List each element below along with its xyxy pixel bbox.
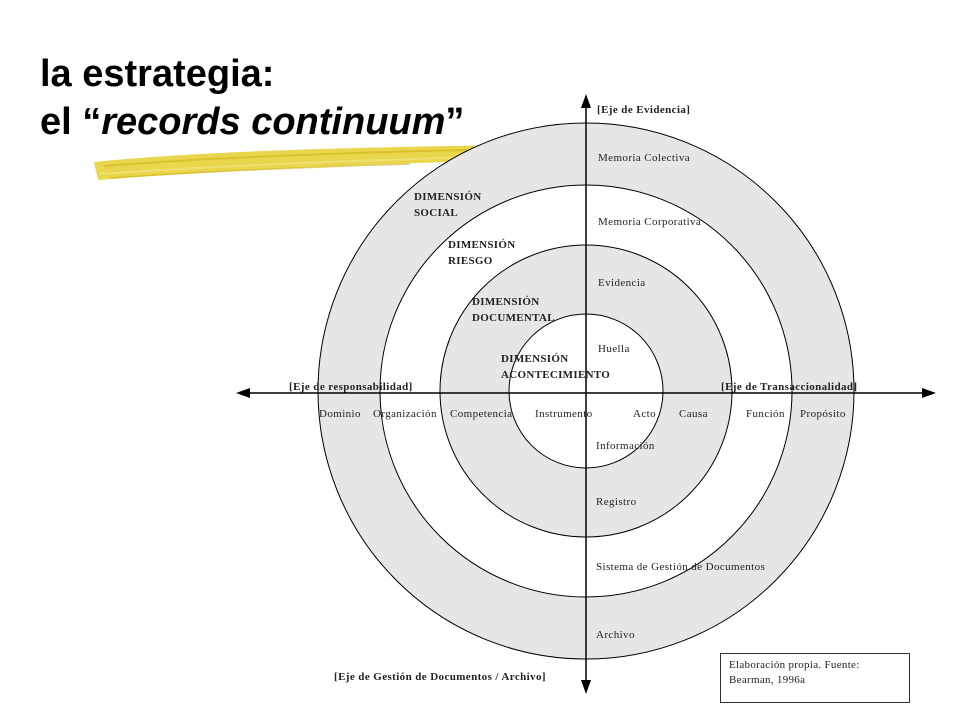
records-axis-labels: Información Registro Sistema de Gestión … [596,440,765,641]
label-registro: Registro [596,496,637,508]
label-huella: Huella [598,343,630,355]
label-acto: Acto [633,408,656,420]
arrow-right-icon [922,388,936,398]
dimension-social-label: DIMENSIÓN SOCIAL [414,191,485,219]
dimension-labels: DIMENSIÓN SOCIAL DIMENSIÓN RIESGO DIMENS… [414,191,610,381]
label-organizacion: Organización [373,408,437,420]
title-line-2-suffix: ” [445,101,465,143]
axis-title-transactionality: [Eje de Transaccionalidad] [721,381,858,393]
label-funcion: Función [746,408,785,420]
axis-titles: [Eje de Evidencia] [Eje de responsabilid… [289,104,858,683]
label-memoria-corporativa: Memoria Corporativa [598,216,701,228]
title-line-1: la estrategia: [40,53,275,95]
label-instrumento: Instrumento [535,408,593,420]
dimension-documental-label: DIMENSIÓN DOCUMENTAL [472,296,555,324]
source-line-2: Bearman, 1996a [729,674,806,686]
axis-title-evidence: [Eje de Evidencia] [597,104,690,116]
dimension-documental-line-1: DIMENSIÓN [472,296,540,308]
label-proposito: Propósito [800,408,846,420]
dimension-acontecimiento-label: DIMENSIÓN ACONTECIMIENTO [501,353,610,381]
arrow-left-icon [236,388,250,398]
axis-title-responsibility: [Eje de responsabilidad] [289,381,413,393]
label-archivo: Archivo [596,629,635,641]
axis-lines [236,94,936,694]
dimension-riesgo-line-1: DIMENSIÓN [448,239,516,251]
dimension-social-line-1: DIMENSIÓN [414,191,482,203]
transaction-axis-labels: Acto Causa Función Propósito [633,408,846,420]
page-title: la estrategia: el “records continuum” [40,50,464,146]
label-causa: Causa [679,408,708,420]
dimension-acontecimiento-line-2: ACONTECIMIENTO [501,369,610,381]
dimension-documental-line-2: DOCUMENTAL [472,312,555,324]
dimension-riesgo-line-2: RIESGO [448,255,493,267]
source-note: Elaboración propia. Fuente: Bearman, 199… [720,653,910,703]
dimension-acontecimiento-line-1: DIMENSIÓN [501,353,569,365]
axis-title-records-management: [Eje de Gestión de Documentos / Archivo] [334,671,546,683]
label-competencia: Competencia [450,408,512,420]
title-line-2-prefix: el “ [40,101,102,143]
label-informacion: Información [596,440,655,452]
evidence-axis-labels: Memoria Colectiva Memoria Corporativa Ev… [598,152,701,355]
responsibility-axis-labels: Dominio Organización Competencia Instrum… [319,408,593,420]
label-dominio: Dominio [319,408,361,420]
arrow-up-icon [581,94,591,108]
dimension-social-line-2: SOCIAL [414,207,458,219]
label-memoria-colectiva: Memoria Colectiva [598,152,690,164]
title-emphasis: records continuum [101,101,446,143]
source-line-1: Elaboración propia. Fuente: [729,659,860,671]
dimension-riesgo-label: DIMENSIÓN RIESGO [448,239,519,267]
arrow-down-icon [581,680,591,694]
title-line-2: el “records continuum” [40,98,464,146]
label-evidencia: Evidencia [598,277,646,289]
label-sistema-gestion: Sistema de Gestión de Documentos [596,561,765,573]
